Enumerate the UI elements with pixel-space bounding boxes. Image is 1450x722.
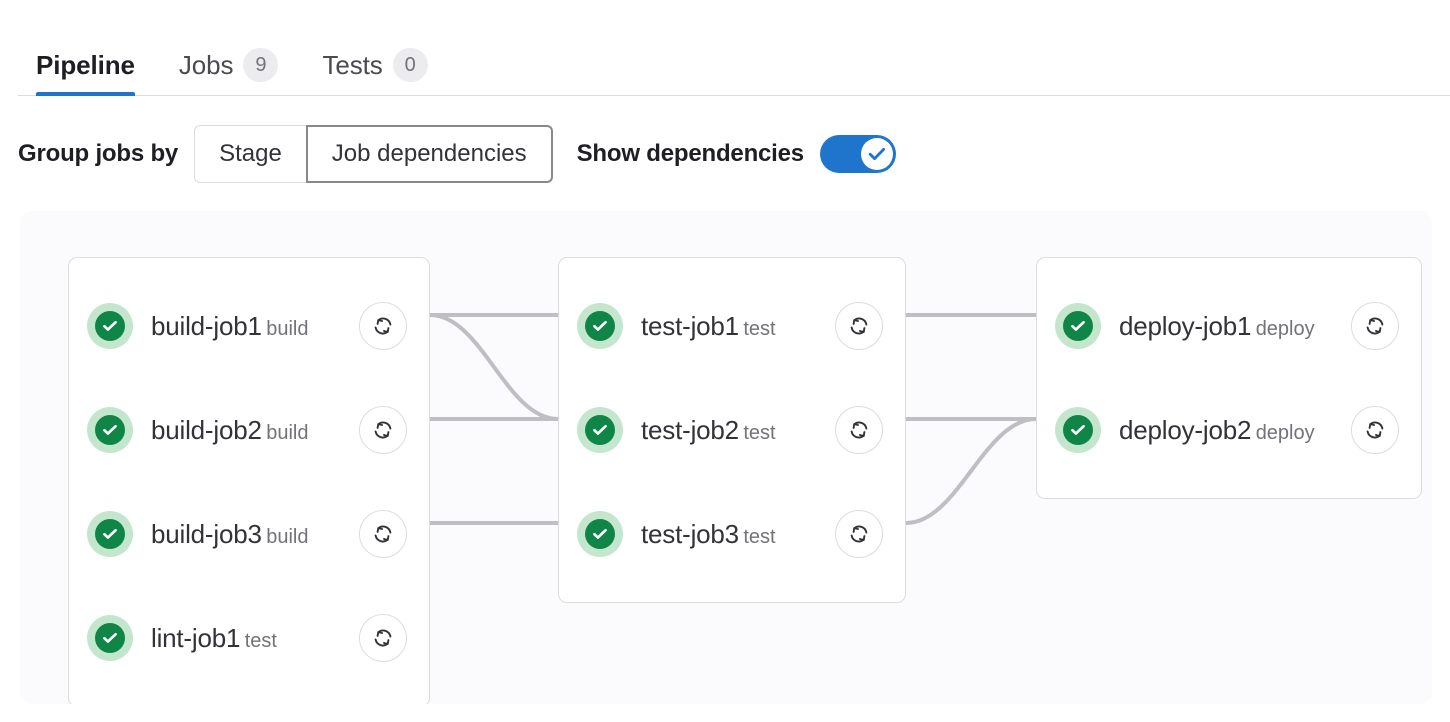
job-stage: test (743, 526, 775, 548)
job-stage: deploy (1256, 422, 1315, 444)
job-name: deploy-job2 (1119, 415, 1251, 445)
tab-pipeline-label: Pipeline (36, 18, 135, 78)
job-card-test: test-job1 test (558, 257, 906, 603)
job-info: build-job3 build (151, 519, 359, 550)
retry-button[interactable] (359, 614, 407, 662)
job-stage: test (743, 318, 775, 340)
check-icon (101, 317, 119, 335)
job-info: test-job1 test (641, 311, 835, 342)
tab-jobs[interactable]: Jobs 9 (157, 0, 301, 96)
group-jobs-by-segmented-control[interactable]: Stage Job dependencies (194, 125, 553, 183)
job-row-test-job3[interactable]: test-job3 test (559, 482, 905, 586)
status-success-icon (1055, 303, 1101, 349)
job-info: test-job2 test (641, 415, 835, 446)
job-name: deploy-job1 (1119, 311, 1251, 341)
retry-icon (847, 522, 871, 546)
retry-button[interactable] (359, 510, 407, 558)
job-name: test-job1 (641, 311, 739, 341)
retry-button[interactable] (359, 406, 407, 454)
pipeline-columns: build-job1 build (20, 211, 1432, 704)
check-icon (1069, 317, 1087, 335)
check-icon (867, 144, 887, 164)
check-icon (101, 525, 119, 543)
job-row-test-job2[interactable]: test-job2 test (559, 378, 905, 482)
job-stage: test (245, 630, 277, 652)
status-success-icon (87, 511, 133, 557)
retry-button[interactable] (835, 302, 883, 350)
retry-button[interactable] (1351, 406, 1399, 454)
status-success-icon (1055, 407, 1101, 453)
retry-button[interactable] (1351, 302, 1399, 350)
status-success-icon (577, 303, 623, 349)
job-card-build: build-job1 build (68, 257, 430, 704)
job-name: test-job2 (641, 415, 739, 445)
job-info: build-job2 build (151, 415, 359, 446)
tab-tests-badge: 0 (393, 48, 428, 82)
status-success-icon (87, 303, 133, 349)
tab-tests-label: Tests (322, 18, 382, 78)
job-row-deploy-job1[interactable]: deploy-job1 deploy (1037, 274, 1421, 378)
retry-icon (847, 314, 871, 338)
group-jobs-by-label: Group jobs by (18, 140, 178, 168)
job-stage: build (266, 318, 308, 340)
job-row-deploy-job2[interactable]: deploy-job2 deploy (1037, 378, 1421, 482)
retry-button[interactable] (835, 510, 883, 558)
group-by-job-dependencies-button[interactable]: Job dependencies (306, 125, 553, 183)
job-stage: deploy (1256, 318, 1315, 340)
toggle-knob (861, 138, 893, 170)
job-card-deploy: deploy-job1 deploy (1036, 257, 1422, 499)
retry-icon (371, 626, 395, 650)
job-name: build-job2 (151, 415, 262, 445)
check-icon (591, 421, 609, 439)
job-name: lint-job1 (151, 623, 240, 653)
job-info: test-job3 test (641, 519, 835, 550)
job-row-test-job1[interactable]: test-job1 test (559, 274, 905, 378)
check-icon (101, 629, 119, 647)
tab-active-underline (36, 92, 135, 96)
retry-button[interactable] (359, 302, 407, 350)
job-info: deploy-job2 deploy (1119, 415, 1351, 446)
status-success-icon (577, 407, 623, 453)
check-icon (591, 317, 609, 335)
tab-pipeline[interactable]: Pipeline (18, 0, 157, 96)
retry-icon (1363, 418, 1387, 442)
show-dependencies-toggle[interactable] (820, 135, 896, 173)
pipeline-graph: build-job1 build (20, 211, 1432, 704)
job-stage: build (266, 526, 308, 548)
job-info: build-job1 build (151, 311, 359, 342)
check-icon (101, 421, 119, 439)
job-name: build-job1 (151, 311, 262, 341)
job-stage: build (266, 422, 308, 444)
retry-icon (371, 314, 395, 338)
group-by-stage-button[interactable]: Stage (194, 125, 307, 183)
job-name: test-job3 (641, 519, 739, 549)
tab-jobs-label: Jobs (179, 18, 234, 78)
graph-controls: Group jobs by Stage Job dependencies Sho… (0, 116, 1450, 192)
retry-button[interactable] (835, 406, 883, 454)
job-row-build-job2[interactable]: build-job2 build (69, 378, 429, 482)
status-success-icon (577, 511, 623, 557)
check-icon (1069, 421, 1087, 439)
pipeline-tabbar: Pipeline Jobs 9 Tests 0 (0, 0, 1450, 96)
status-success-icon (87, 407, 133, 453)
job-stage: test (743, 422, 775, 444)
check-icon (591, 525, 609, 543)
tab-tests[interactable]: Tests 0 (300, 0, 449, 96)
job-row-lint-job1[interactable]: lint-job1 test (69, 586, 429, 690)
tab-jobs-badge: 9 (243, 48, 278, 82)
job-row-build-job1[interactable]: build-job1 build (69, 274, 429, 378)
retry-icon (371, 522, 395, 546)
job-row-build-job3[interactable]: build-job3 build (69, 482, 429, 586)
show-dependencies-label: Show dependencies (577, 140, 804, 168)
job-info: deploy-job1 deploy (1119, 311, 1351, 342)
job-name: build-job3 (151, 519, 262, 549)
retry-icon (1363, 314, 1387, 338)
retry-icon (371, 418, 395, 442)
retry-icon (847, 418, 871, 442)
status-success-icon (87, 615, 133, 661)
job-info: lint-job1 test (151, 623, 359, 654)
